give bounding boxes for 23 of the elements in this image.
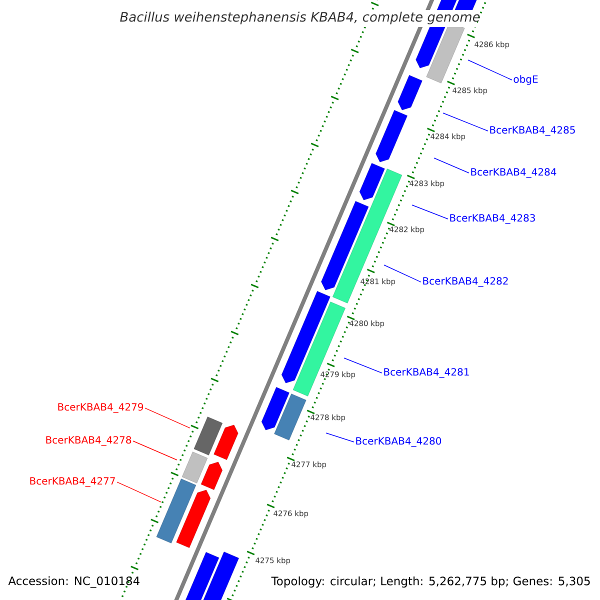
leader-line [116,482,162,502]
leader-line [344,358,382,374]
title: Bacillus weihenstephanensis KBAB4, complete genome [120,12,480,24]
gene-label: BcerKBAB4_4279 [58,403,144,413]
gene-label: BcerKBAB4_4281 [384,368,469,378]
gene-label: BcerKBAB4_4278 [46,436,132,446]
gene-label: BcerKBAB4_4284 [471,168,556,178]
leader-line [442,112,488,132]
leader-line [384,264,422,282]
leader-line [468,60,512,80]
gene-label: BcerKBAB4_4280 [356,437,442,447]
leader-line [132,440,178,460]
gene-label: BcerKBAB4_4277 [30,477,115,487]
leader-line [144,408,190,428]
gene-label: BcerKBAB4_4283 [450,214,535,224]
leader-line [326,432,354,442]
accession-label: Accession: NC_010184 [8,576,140,588]
leader-line [412,204,448,220]
gene-label: BcerKBAB4_4282 [423,277,508,287]
leader-line [434,158,470,174]
gene-label: BcerKBAB4_4285 [490,126,575,136]
gene-label: obgE [514,75,538,85]
genome-info-label: Topology: circular; Length: 5,262,775 bp; Genes: 5,305 [271,576,590,588]
